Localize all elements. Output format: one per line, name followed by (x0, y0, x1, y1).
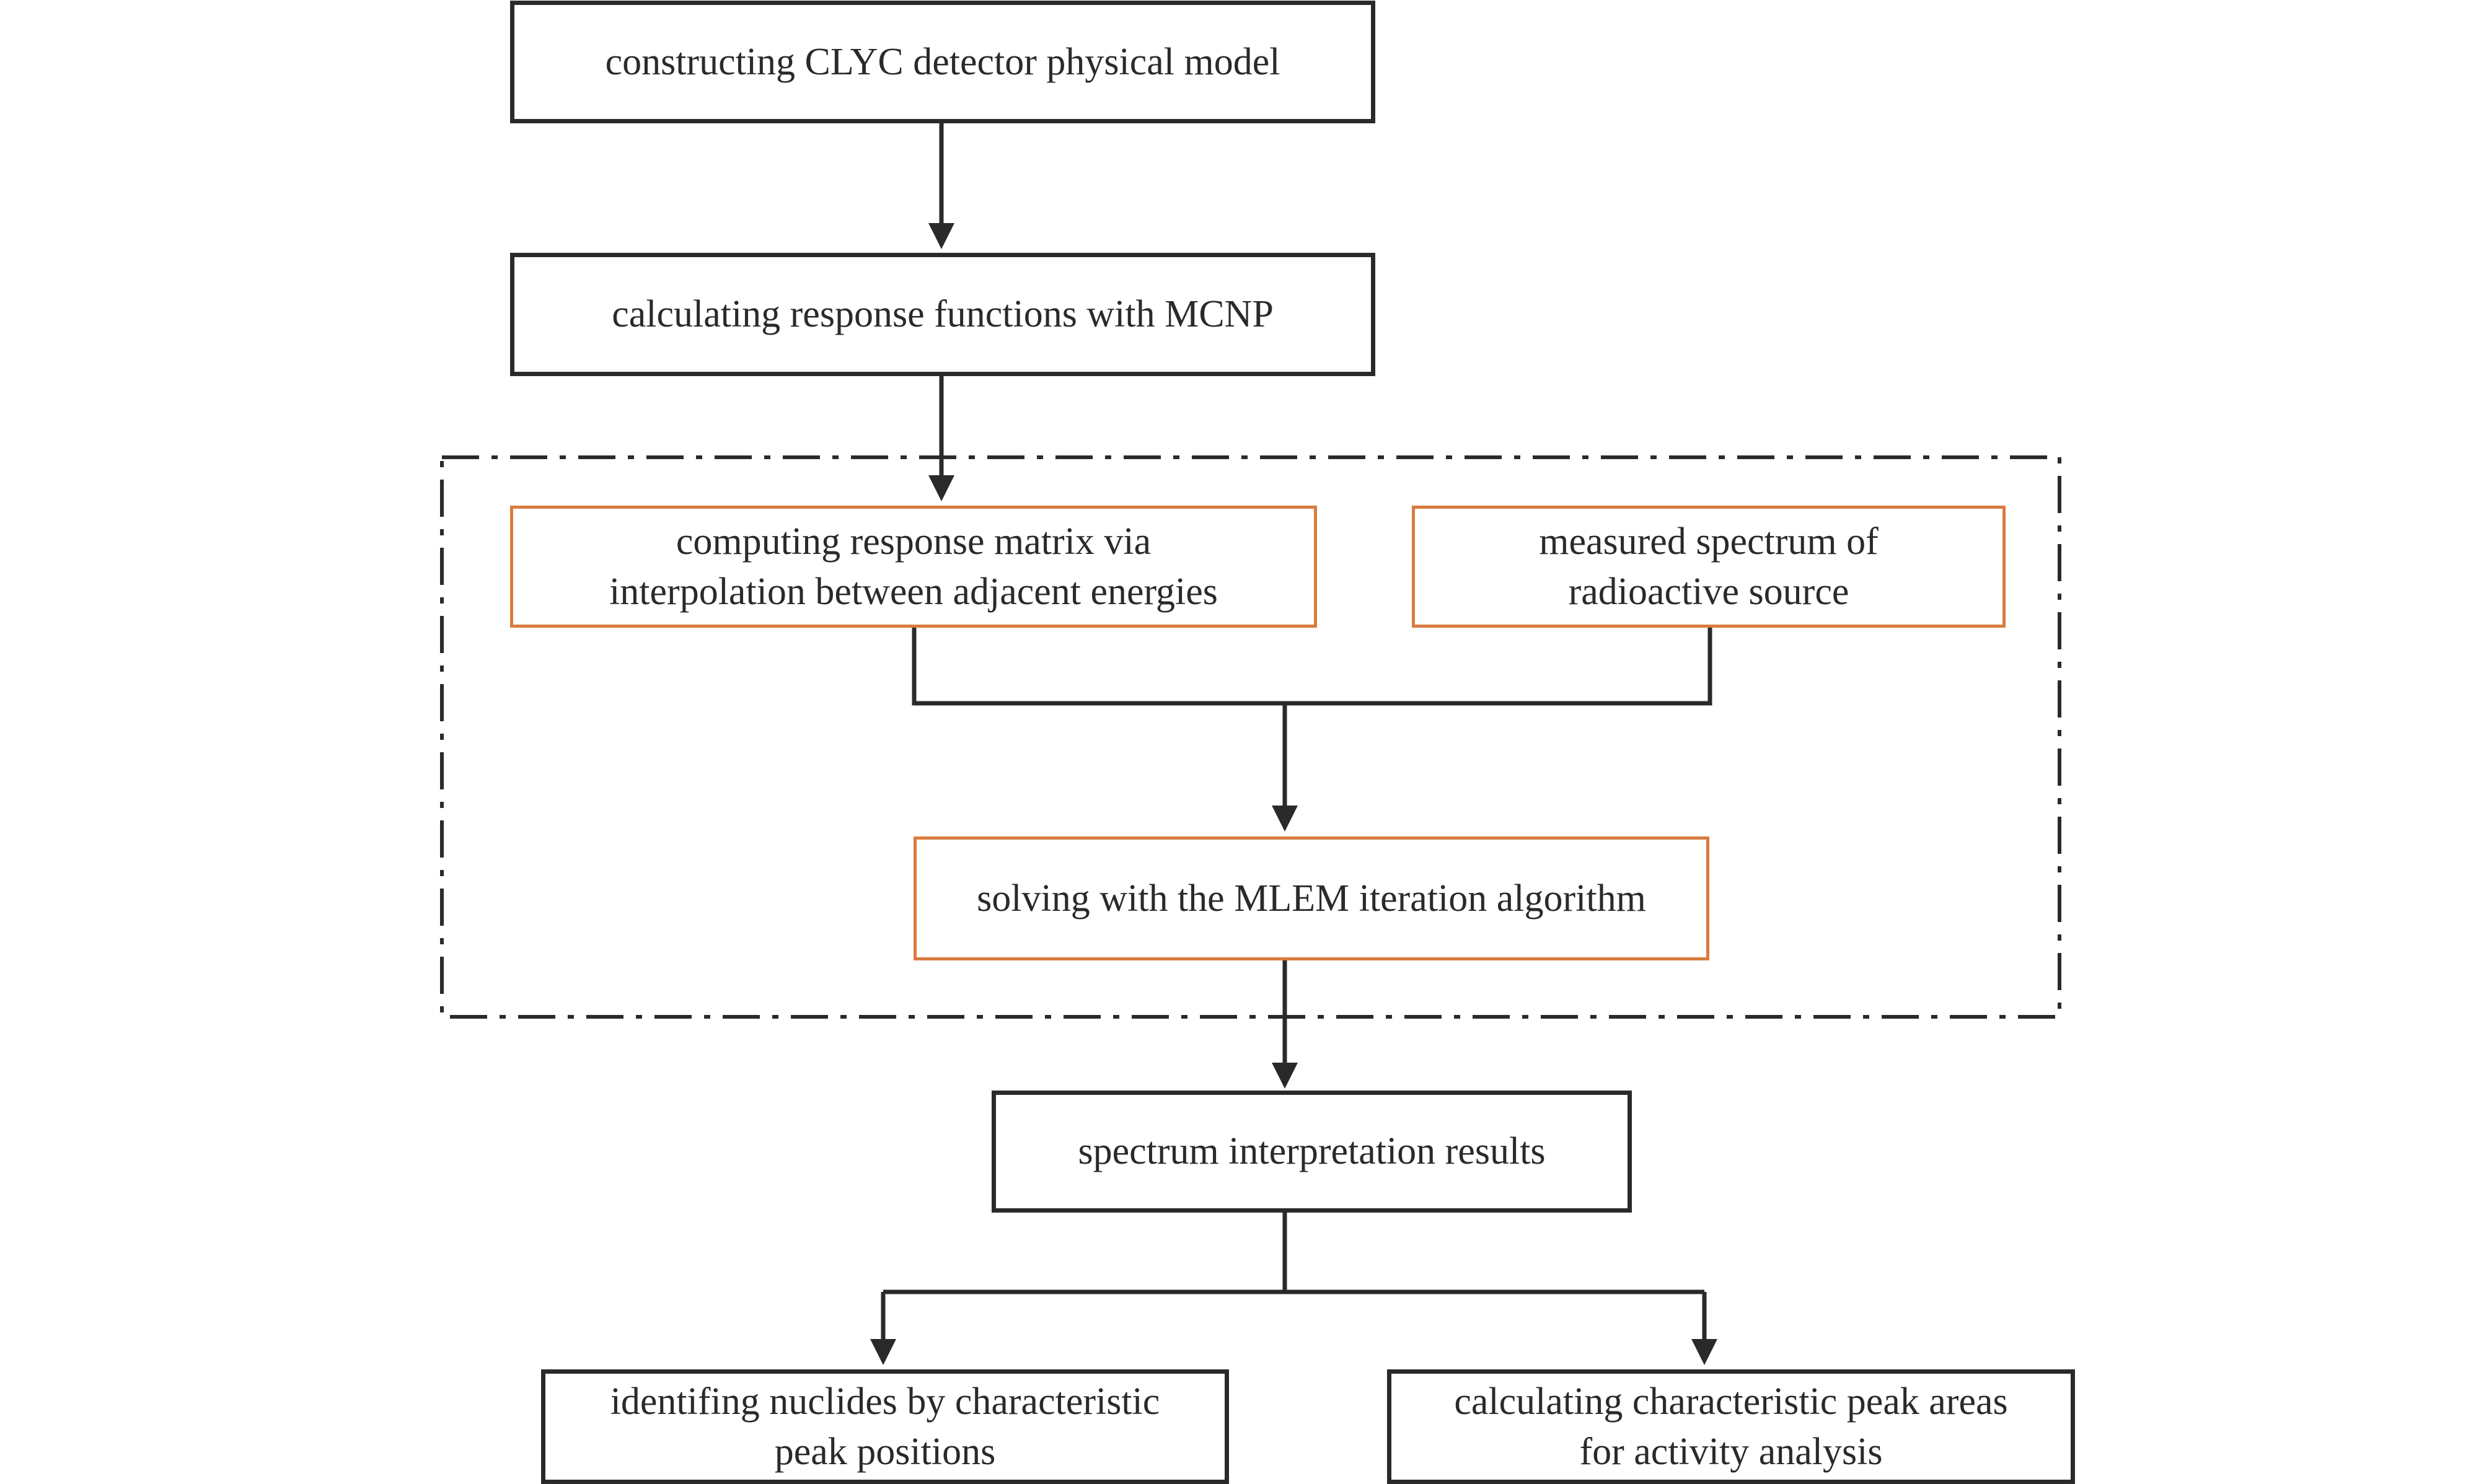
node-computing-response-matrix: computing response matrix via interpolat… (510, 506, 1317, 628)
node-identifying-nuclides-label: identifing nuclides by characteristic pe… (610, 1380, 1160, 1473)
node-solving-mlem-label: solving with the MLEM iteration algorith… (977, 877, 1646, 920)
node-computing-response-matrix-label: computing response matrix via interpolat… (609, 520, 1218, 613)
node-measured-spectrum: measured spectrum of radioactive source (1412, 506, 2006, 628)
dash-dot-group-frame (440, 455, 2061, 1019)
node-spectrum-interpretation-results-label: spectrum interpretation results (1078, 1130, 1546, 1173)
node-calculating-peak-areas-label: calculating characteristic peak areas fo… (1454, 1380, 2008, 1473)
node-constructing-model: constructing CLYC detector physical mode… (510, 1, 1375, 123)
node-constructing-model-label: constructing CLYC detector physical mode… (605, 40, 1280, 83)
node-solving-mlem: solving with the MLEM iteration algorith… (914, 836, 1709, 960)
connector-split-outputs (883, 1211, 1704, 1294)
node-identifying-nuclides: identifing nuclides by characteristic pe… (541, 1369, 1229, 1484)
node-calculating-response-functions-label: calculating response functions with MCNP (612, 293, 1274, 336)
node-spectrum-interpretation-results: spectrum interpretation results (992, 1091, 1632, 1213)
node-measured-spectrum-label: measured spectrum of radioactive source (1539, 520, 1879, 613)
connector-merge-inputs (912, 626, 1712, 706)
node-calculating-response-functions: calculating response functions with MCNP (510, 253, 1375, 376)
node-calculating-peak-areas: calculating characteristic peak areas fo… (1387, 1369, 2075, 1484)
